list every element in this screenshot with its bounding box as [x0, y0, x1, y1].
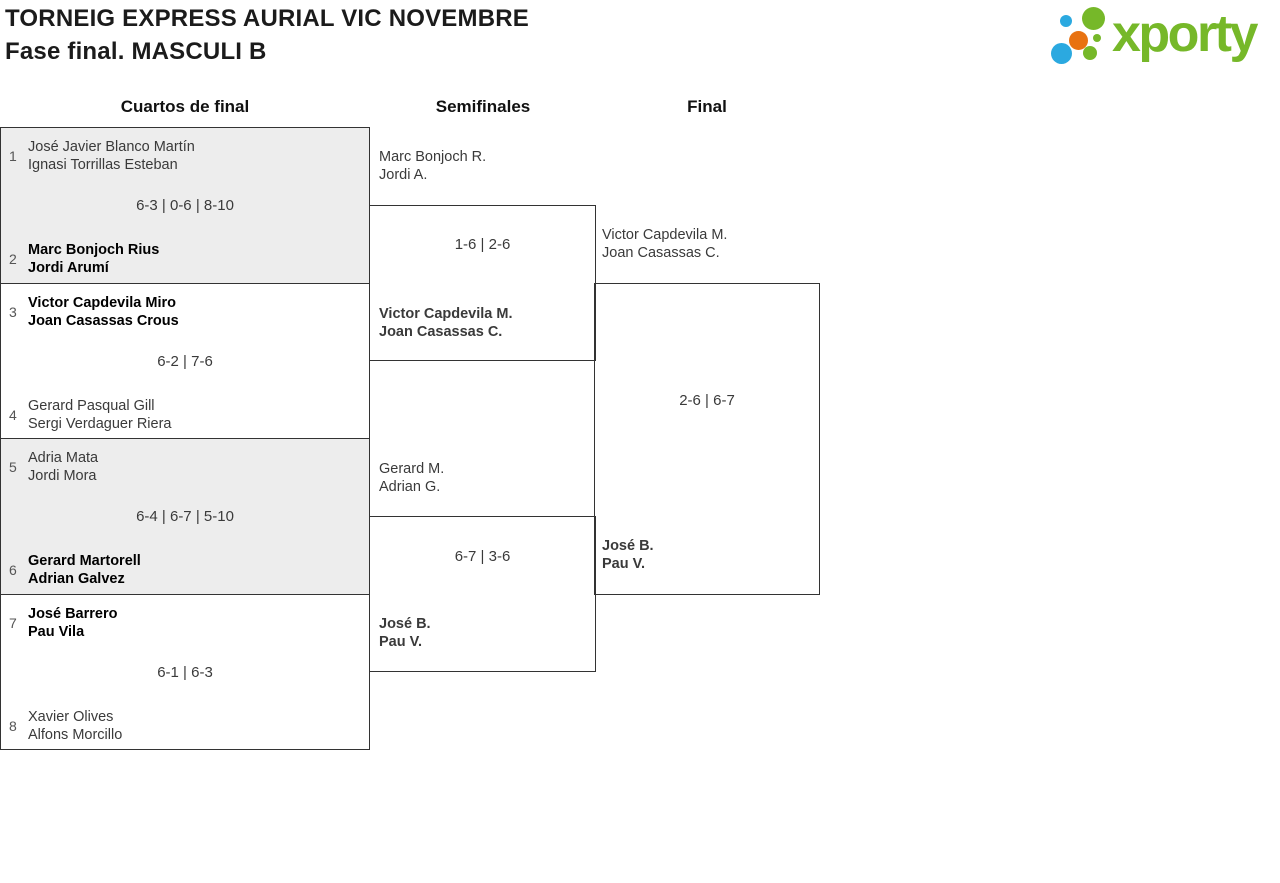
match-score: 6-2 | 7-6 [157, 352, 213, 370]
player-name: Joan Casassas C. [602, 245, 720, 261]
team-name-winner: Gerard Martorell Adrian Galvez [28, 552, 141, 588]
seed-number: 6 [9, 562, 17, 578]
seed-number: 2 [9, 251, 17, 267]
player-name: Alfons Morcillo [28, 726, 123, 743]
match-score: 2-6 | 6-7 [679, 392, 735, 409]
player-name: Jordi A. [379, 167, 428, 183]
player-name: Ignasi Torrillas Esteban [28, 157, 178, 173]
player-name: Adria Mata [28, 450, 99, 466]
match-score: 6-1 | 6-3 [157, 663, 213, 681]
player-name: Gerard Pasqual Gill [28, 397, 155, 414]
team-name: Victor Capdevila M. Joan Casassas C. [602, 226, 727, 262]
player-name: Pau V. [379, 634, 422, 650]
match-score: 6-7 | 3-6 [454, 548, 511, 565]
qf-match-1: 1 José Javier Blanco Martín Ignasi Torri… [1, 128, 369, 283]
player-name: Xavier Olives [28, 708, 114, 725]
seed-number: 1 [9, 148, 17, 164]
player-name: José B. [379, 616, 431, 632]
quarterfinals-column: 1 José Javier Blanco Martín Ignasi Torri… [0, 127, 370, 750]
qf-match-3: 5 Adria Mata Jordi Mora 6-4 | 6-7 | 5-10… [1, 438, 369, 594]
seed-number: 7 [9, 614, 17, 631]
player-name: Jordi Mora [28, 468, 97, 484]
player-name: Sergi Verdaguer Riera [28, 415, 172, 432]
seed-number: 8 [9, 717, 17, 734]
round-header-final: Final [687, 97, 727, 116]
logo-dot-green-medium [1083, 46, 1097, 60]
logo-dot-green-tiny [1093, 34, 1101, 42]
team-name-winner: José B. Pau V. [602, 537, 654, 573]
seed-number: 5 [9, 459, 17, 475]
team-name: José Javier Blanco Martín Ignasi Torrill… [28, 138, 195, 174]
logo-dot-orange [1069, 31, 1088, 50]
player-name: Adrian G. [379, 479, 441, 495]
match-score: 6-3 | 0-6 | 8-10 [136, 197, 234, 214]
team-name-winner: Victor Capdevila Miro Joan Casassas Crou… [28, 294, 179, 330]
team-name: Xavier Olives Alfons Morcillo [28, 708, 122, 744]
team-name: Marc Bonjoch R. Jordi A. [379, 148, 486, 184]
seed-number: 3 [9, 303, 17, 320]
player-name: Joan Casassas Crous [28, 312, 179, 329]
player-name: Victor Capdevila M. [379, 306, 513, 322]
team-name: Gerard M. Adrian G. [379, 460, 444, 496]
player-name: Jordi Arumí [28, 260, 109, 276]
logo-dot-green-large [1082, 7, 1105, 30]
match-score: 1-6 | 2-6 [454, 236, 511, 253]
round-header-cuartos-de-final: Cuartos de final [120, 97, 250, 116]
player-name: Gerard Martorell [28, 553, 141, 569]
player-name: Pau Vila [28, 623, 85, 640]
phase-name: Fase final. MASCULI B [5, 38, 267, 65]
player-name: Marc Bonjoch R. [379, 149, 487, 165]
logo-wordmark: xporty [1112, 5, 1258, 63]
round-header-semifinales: Semifinales [435, 97, 531, 116]
match-score: 6-4 | 6-7 | 5-10 [136, 508, 234, 525]
player-name: Victor Capdevila Miro [28, 294, 176, 311]
player-name: Victor Capdevila M. [602, 227, 728, 243]
team-name-winner: José Barrero Pau Vila [28, 605, 117, 641]
logo-dot-blue-large [1051, 43, 1072, 64]
qf-match-2: 3 Victor Capdevila Miro Joan Casassas Cr… [1, 282, 369, 438]
player-name: José B. [602, 538, 654, 554]
player-name: José Javier Blanco Martín [28, 139, 195, 155]
team-name-winner: Marc Bonjoch Rius Jordi Arumí [28, 241, 159, 277]
team-name: Adria Mata Jordi Mora [28, 449, 98, 485]
player-name: Marc Bonjoch Rius [28, 242, 160, 258]
logo-dot-blue-small [1060, 15, 1072, 27]
team-name-winner: Victor Capdevila M. Joan Casassas C. [379, 305, 513, 341]
page-title: TORNEIG EXPRESS AURIAL VIC NOVEMBRE Fase… [5, 2, 529, 68]
player-name: Pau V. [602, 556, 645, 572]
player-name: Adrian Galvez [28, 571, 125, 587]
qf-match-4: 7 José Barrero Pau Vila 6-1 | 6-3 8 Xavi… [1, 593, 369, 749]
player-name: Gerard M. [379, 461, 445, 477]
player-name: José Barrero [28, 605, 118, 622]
final-match-box [594, 283, 820, 595]
team-name-winner: José B. Pau V. [379, 615, 431, 651]
tournament-name: TORNEIG EXPRESS AURIAL VIC NOVEMBRE [5, 5, 529, 32]
player-name: Joan Casassas C. [379, 324, 503, 340]
seed-number: 4 [9, 406, 17, 423]
team-name: Gerard Pasqual Gill Sergi Verdaguer Rier… [28, 397, 171, 433]
